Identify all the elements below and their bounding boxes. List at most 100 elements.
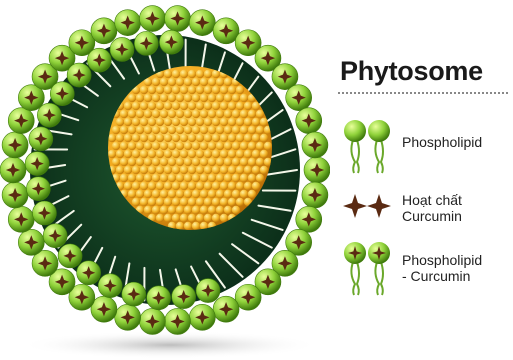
core-bead — [260, 150, 268, 158]
core-bead — [188, 70, 196, 78]
core-bead — [192, 174, 200, 182]
core-bead — [144, 142, 152, 150]
core-bead — [180, 166, 188, 174]
core-bead — [184, 190, 192, 198]
core-bead — [156, 118, 164, 126]
core-bead — [196, 198, 204, 206]
core-bead — [136, 94, 144, 102]
core-bead — [232, 174, 240, 182]
core-bead — [136, 110, 144, 118]
core-bead — [156, 102, 164, 110]
core-bead — [180, 182, 188, 190]
core-bead — [220, 214, 228, 222]
core-bead — [240, 94, 248, 102]
core-bead — [120, 110, 128, 118]
core-bead — [164, 182, 172, 190]
core-bead — [188, 86, 196, 94]
core-bead — [192, 94, 200, 102]
core-bead — [200, 94, 208, 102]
core-bead — [208, 190, 216, 198]
core-bead — [160, 94, 168, 102]
core-bead — [132, 198, 140, 206]
core-bead — [240, 158, 248, 166]
core-bead — [204, 102, 212, 110]
core-bead — [264, 142, 272, 150]
core-bead — [152, 126, 160, 134]
core-bead — [228, 118, 236, 126]
core-bead — [192, 126, 200, 134]
core-bead — [216, 158, 224, 166]
core-bead — [248, 190, 256, 198]
core-bead — [184, 126, 192, 134]
core-bead — [232, 206, 240, 214]
core-bead — [200, 142, 208, 150]
core-bead — [196, 118, 204, 126]
core-bead — [164, 118, 172, 126]
core-bead — [228, 198, 236, 206]
core-bead — [236, 134, 244, 142]
core-bead — [244, 166, 252, 174]
core-bead — [188, 150, 196, 158]
core-bead — [228, 86, 236, 94]
core-bead — [220, 118, 228, 126]
core-bead — [176, 222, 184, 230]
core-bead — [156, 214, 164, 222]
core-bead — [140, 102, 148, 110]
core-bead — [196, 70, 204, 78]
core-bead — [180, 118, 188, 126]
core-bead — [216, 174, 224, 182]
core-bead — [148, 198, 156, 206]
core-bead — [212, 134, 220, 142]
core-bead — [220, 182, 228, 190]
core-bead — [244, 102, 252, 110]
core-bead — [120, 142, 128, 150]
core-bead — [224, 174, 232, 182]
legend-label-phospholipid-curcumin: Phospholipid - Curcumin — [402, 252, 482, 284]
core-bead — [204, 150, 212, 158]
core-bead — [176, 158, 184, 166]
core-bead — [144, 190, 152, 198]
core-bead — [164, 166, 172, 174]
core-bead — [172, 102, 180, 110]
core-bead — [248, 158, 256, 166]
core-bead — [168, 206, 176, 214]
core-bead — [120, 174, 128, 182]
core-bead — [124, 134, 132, 142]
core-bead — [188, 102, 196, 110]
core-bead — [232, 142, 240, 150]
core-bead — [112, 158, 120, 166]
core-bead — [204, 214, 212, 222]
core-bead — [240, 126, 248, 134]
core-bead — [140, 198, 148, 206]
core-bead — [232, 190, 240, 198]
legend-item-curcumin: Hoạt chất Curcumin — [330, 186, 513, 246]
core-bead — [132, 118, 140, 126]
core-bead — [208, 206, 216, 214]
core-bead — [124, 102, 132, 110]
legend-item-phospholipid: Phospholipid — [330, 118, 513, 178]
core-bead — [232, 126, 240, 134]
core-bead — [188, 166, 196, 174]
core-bead — [164, 214, 172, 222]
core-bead — [184, 78, 192, 86]
core-bead — [144, 126, 152, 134]
core-bead — [124, 166, 132, 174]
core-bead — [204, 86, 212, 94]
core-bead — [212, 102, 220, 110]
core-bead — [244, 150, 252, 158]
core-bead — [124, 118, 132, 126]
core-bead — [252, 150, 260, 158]
core-bead — [132, 150, 140, 158]
core-bead — [160, 126, 168, 134]
core-bead — [216, 126, 224, 134]
core-bead — [212, 166, 220, 174]
core-bead — [120, 126, 128, 134]
core-bead — [208, 142, 216, 150]
core-bead — [212, 150, 220, 158]
core-bead — [240, 190, 248, 198]
core-bead — [244, 182, 252, 190]
core-bead — [220, 150, 228, 158]
floor-shadow — [20, 331, 320, 359]
core-bead — [164, 150, 172, 158]
core-bead — [192, 110, 200, 118]
